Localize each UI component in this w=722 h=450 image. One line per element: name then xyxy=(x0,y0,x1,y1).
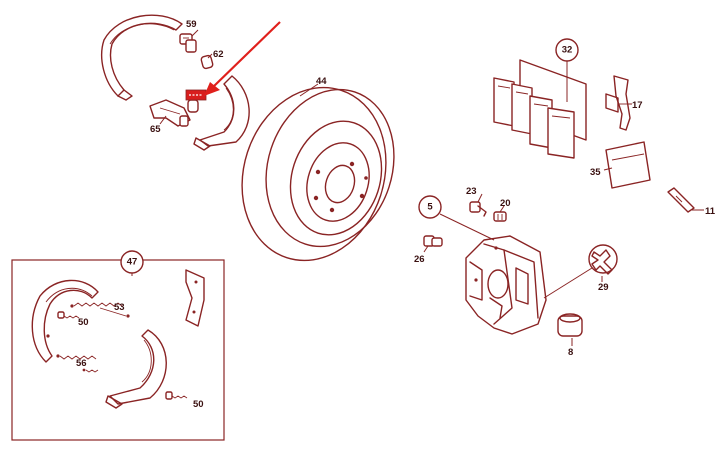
brake-disc-44 xyxy=(241,86,395,262)
label-26: 26 xyxy=(414,254,425,265)
parking-brake-shoe-right xyxy=(193,75,250,151)
adjuster-bolt-59 xyxy=(179,33,197,53)
piston-8 xyxy=(557,313,583,337)
callout-32: 32 xyxy=(555,38,579,62)
inset-shoe-left xyxy=(31,279,99,363)
spring-56 xyxy=(56,354,99,373)
label-5: 5 xyxy=(427,202,433,213)
label-44: 44 xyxy=(316,76,327,87)
label-50-lower: 50 xyxy=(193,399,204,410)
label-65: 65 xyxy=(150,124,161,135)
label-11: 11 xyxy=(705,206,716,217)
leader-lines xyxy=(159,29,704,346)
cap-20 xyxy=(493,211,507,222)
parking-brake-shoe-upper xyxy=(100,14,183,101)
shoe-kit-inset-47 xyxy=(11,259,225,441)
cam-part xyxy=(187,99,199,113)
label-17: 17 xyxy=(632,100,643,111)
bleed-screw-23 xyxy=(469,201,487,217)
label-59: 59 xyxy=(186,19,197,30)
pointer-arrow xyxy=(204,21,281,96)
inset-strut xyxy=(185,269,205,327)
mounting-bolt-26 xyxy=(423,235,443,247)
lever-65 xyxy=(149,99,191,127)
brake-pads-set-32 xyxy=(493,59,587,159)
label-20: 20 xyxy=(500,198,511,209)
label-50-upper: 50 xyxy=(78,317,89,328)
label-8: 8 xyxy=(568,347,573,358)
label-35: 35 xyxy=(590,167,601,178)
brake-caliper xyxy=(465,235,547,335)
spring-53 xyxy=(70,302,130,318)
callout-5: 5 xyxy=(418,195,442,219)
label-53: 53 xyxy=(114,302,125,313)
spring-50-upper xyxy=(57,311,80,319)
wrench-icon xyxy=(588,244,618,275)
label-56: 56 xyxy=(76,358,87,369)
label-23: 23 xyxy=(466,186,477,197)
inset-shoe-right xyxy=(105,329,167,409)
spring-50-lower xyxy=(165,391,188,400)
label-47: 47 xyxy=(127,257,138,268)
anti-squeal-shim-35 xyxy=(605,141,651,189)
clip-17 xyxy=(605,75,631,131)
label-32: 32 xyxy=(562,45,573,56)
callout-47: 47 xyxy=(120,250,144,274)
guide-pin-11 xyxy=(667,187,695,213)
label-62: 62 xyxy=(213,49,224,60)
label-29: 29 xyxy=(598,282,609,293)
pin-62 xyxy=(200,54,214,70)
highlight-tag xyxy=(185,89,207,101)
